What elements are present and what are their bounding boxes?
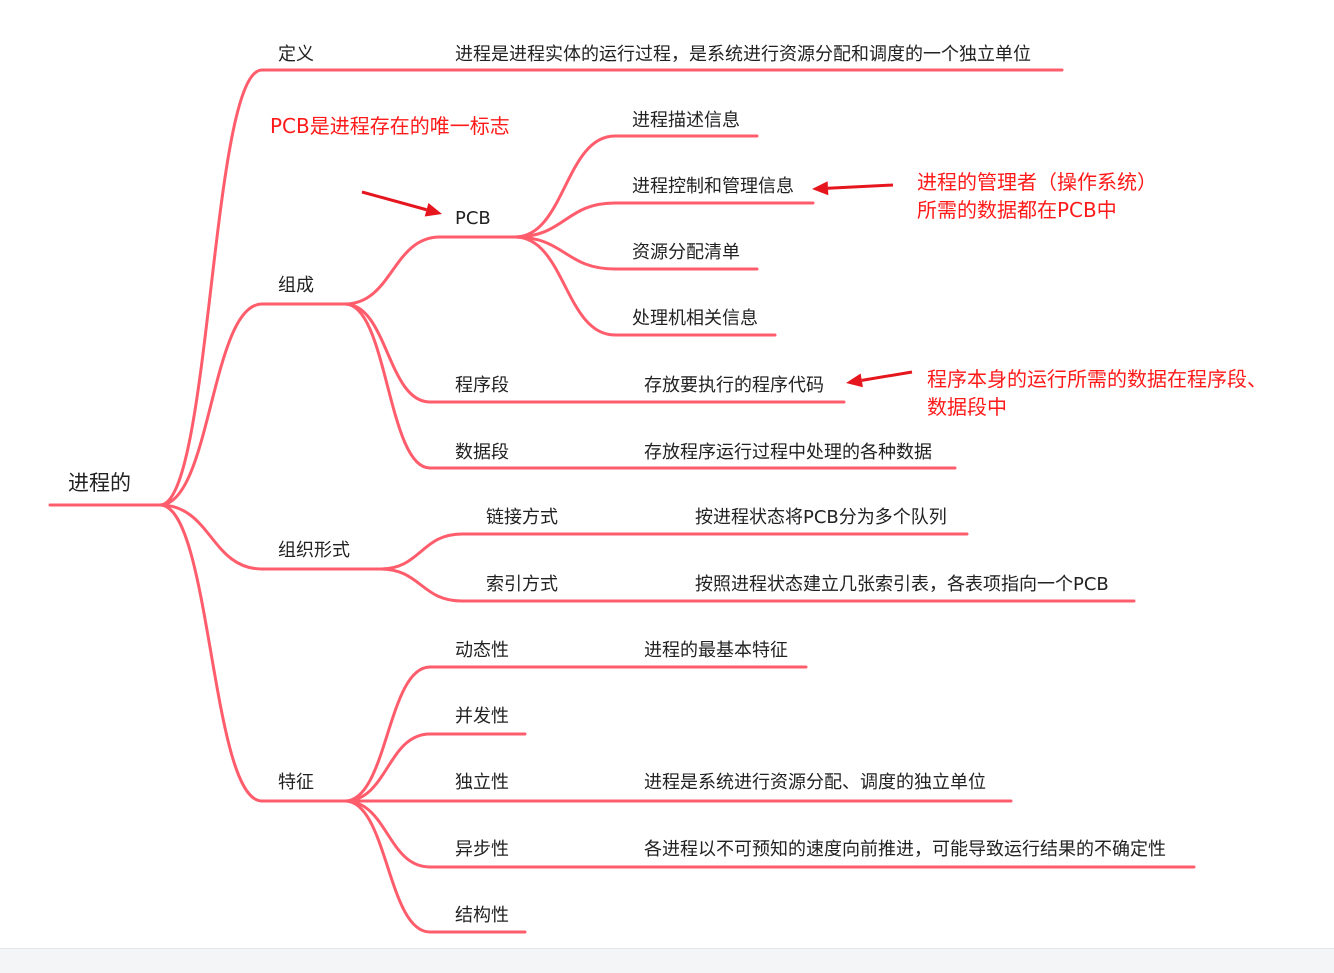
arrow-to-pcb bbox=[361, 190, 442, 217]
edge-composition-pcb bbox=[343, 235, 517, 306]
edge-feature-1 bbox=[343, 665, 808, 803]
mind-map-connectors bbox=[48, 68, 1196, 934]
edge-feature-5 bbox=[343, 799, 527, 934]
node-pcb-item-4[interactable]: 处理机相关信息 bbox=[632, 308, 758, 329]
node-composition[interactable]: 组成 bbox=[278, 275, 314, 296]
node-definition-detail[interactable]: 进程是进程实体的运行过程，是系统进行资源分配和调度的一个独立单位 bbox=[455, 44, 1031, 65]
node-pcb[interactable]: PCB bbox=[455, 208, 491, 229]
edge-pcb-item-2 bbox=[513, 201, 815, 239]
node-indexed[interactable]: 索引方式 bbox=[486, 574, 558, 595]
node-pcb-item-2[interactable]: 进程控制和管理信息 bbox=[632, 176, 794, 197]
edge-composition-data bbox=[343, 302, 957, 470]
edge-pcb-item-1 bbox=[513, 134, 759, 239]
annotation-pcb-unique: PCB是进程存在的唯一标志 bbox=[270, 114, 510, 138]
node-feature-2[interactable]: 并发性 bbox=[455, 706, 509, 727]
node-data-segment-detail[interactable]: 存放程序运行过程中处理的各种数据 bbox=[644, 442, 932, 463]
node-organization[interactable]: 组织形式 bbox=[278, 540, 350, 561]
node-data-segment[interactable]: 数据段 bbox=[455, 442, 509, 463]
node-indexed-detail[interactable]: 按照进程状态建立几张索引表，各表项指向一个PCB bbox=[695, 574, 1109, 595]
node-feature-1-detail[interactable]: 进程的最基本特征 bbox=[644, 640, 788, 661]
edge-feature-4 bbox=[343, 799, 1196, 869]
node-definition[interactable]: 定义 bbox=[278, 44, 314, 65]
mind-map: 进程的 定义 组成 组织形式 特征 进程是进程实体的运行过程，是系统进行资源分配… bbox=[48, 44, 1267, 934]
edge-pcb-item-4 bbox=[513, 235, 777, 337]
node-linked[interactable]: 链接方式 bbox=[486, 507, 558, 528]
node-features[interactable]: 特征 bbox=[278, 772, 314, 793]
edge-feature-2 bbox=[343, 732, 527, 803]
edge-pcb-item-3 bbox=[513, 235, 759, 271]
node-feature-3-detail[interactable]: 进程是系统进行资源分配、调度的独立单位 bbox=[644, 772, 986, 793]
edge-root-organization bbox=[158, 503, 382, 571]
annotation-manager-line2: 所需的数据都在PCB中 bbox=[917, 198, 1117, 222]
node-feature-4[interactable]: 异步性 bbox=[455, 839, 509, 860]
edge-root-definition bbox=[158, 68, 442, 507]
annotation-program-line1: 程序本身的运行所需的数据在程序段、 bbox=[927, 367, 1267, 391]
node-pcb-item-3[interactable]: 资源分配清单 bbox=[632, 242, 740, 263]
edge-organization-indexed bbox=[378, 567, 1136, 603]
annotation-program-line2: 数据段中 bbox=[927, 395, 1007, 419]
bottom-status-bar bbox=[0, 948, 1334, 973]
arrow-to-pcb-control-info bbox=[812, 181, 894, 196]
edge-root-composition bbox=[158, 302, 347, 507]
annotation-manager-line1: 进程的管理者（操作系统） bbox=[917, 170, 1157, 194]
node-pcb-item-1[interactable]: 进程描述信息 bbox=[632, 110, 740, 131]
edge-composition-program bbox=[343, 302, 846, 404]
edge-organization-linked bbox=[378, 532, 969, 571]
node-program-segment-detail[interactable]: 存放要执行的程序代码 bbox=[644, 375, 824, 396]
edge-root-features bbox=[158, 503, 347, 803]
node-program-segment[interactable]: 程序段 bbox=[455, 375, 509, 396]
node-feature-3[interactable]: 独立性 bbox=[455, 772, 509, 793]
node-linked-detail[interactable]: 按进程状态将PCB分为多个队列 bbox=[695, 507, 947, 528]
node-feature-5[interactable]: 结构性 bbox=[455, 905, 509, 926]
node-feature-1[interactable]: 动态性 bbox=[455, 640, 509, 661]
root-node-label[interactable]: 进程的 bbox=[68, 471, 131, 495]
node-feature-4-detail[interactable]: 各进程以不可预知的速度向前推进，可能导致运行结果的不确定性 bbox=[644, 839, 1166, 860]
annotation-arrows bbox=[361, 181, 913, 388]
arrow-to-program-segment bbox=[846, 370, 913, 388]
